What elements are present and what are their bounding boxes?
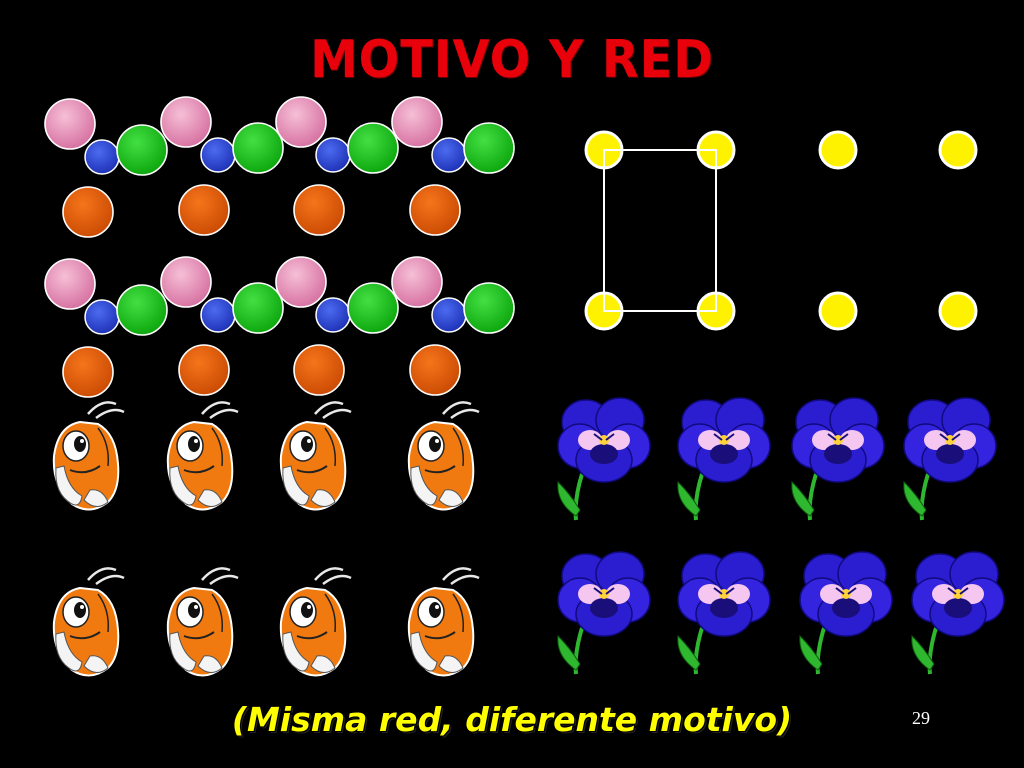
- ant-icon: [279, 401, 353, 511]
- atom-motif: [391, 256, 515, 396]
- pansy-motif-lattice: [555, 396, 1006, 676]
- slide-title: MOTIVO Y RED: [310, 30, 714, 90]
- ant-motif-lattice: [52, 401, 481, 677]
- lattice-point: [938, 130, 978, 170]
- slide-caption: (Misma red, diferente motivo): [231, 700, 793, 739]
- ant-icon: [166, 567, 240, 677]
- ant-icon: [52, 401, 126, 511]
- point-lattice: [584, 130, 978, 331]
- ant-icon: [407, 401, 481, 511]
- pansy-flower-icon: [797, 550, 894, 676]
- atom-motif: [160, 96, 284, 236]
- atom-motif: [391, 96, 515, 236]
- page-number: 29: [912, 708, 930, 728]
- ant-icon: [407, 567, 481, 677]
- unit-cell-outline: [603, 149, 717, 312]
- atom-motif: [275, 256, 399, 396]
- lattice-point: [938, 291, 978, 331]
- atom-motif: [160, 256, 284, 396]
- lattice-point: [818, 130, 858, 170]
- pansy-flower-icon: [901, 396, 998, 522]
- ant-icon: [279, 567, 353, 677]
- atom-motif: [275, 96, 399, 236]
- pansy-flower-icon: [675, 396, 772, 522]
- lattice-point: [818, 291, 858, 331]
- atom-motif-lattice: [44, 96, 515, 398]
- pansy-flower-icon: [789, 396, 886, 522]
- atom-motif: [44, 98, 168, 238]
- pansy-flower-icon: [909, 550, 1006, 676]
- pansy-flower-icon: [675, 550, 772, 676]
- ant-icon: [166, 401, 240, 511]
- pansy-flower-icon: [555, 396, 652, 522]
- atom-motif: [44, 258, 168, 398]
- pansy-flower-icon: [555, 550, 652, 676]
- ant-icon: [52, 567, 126, 677]
